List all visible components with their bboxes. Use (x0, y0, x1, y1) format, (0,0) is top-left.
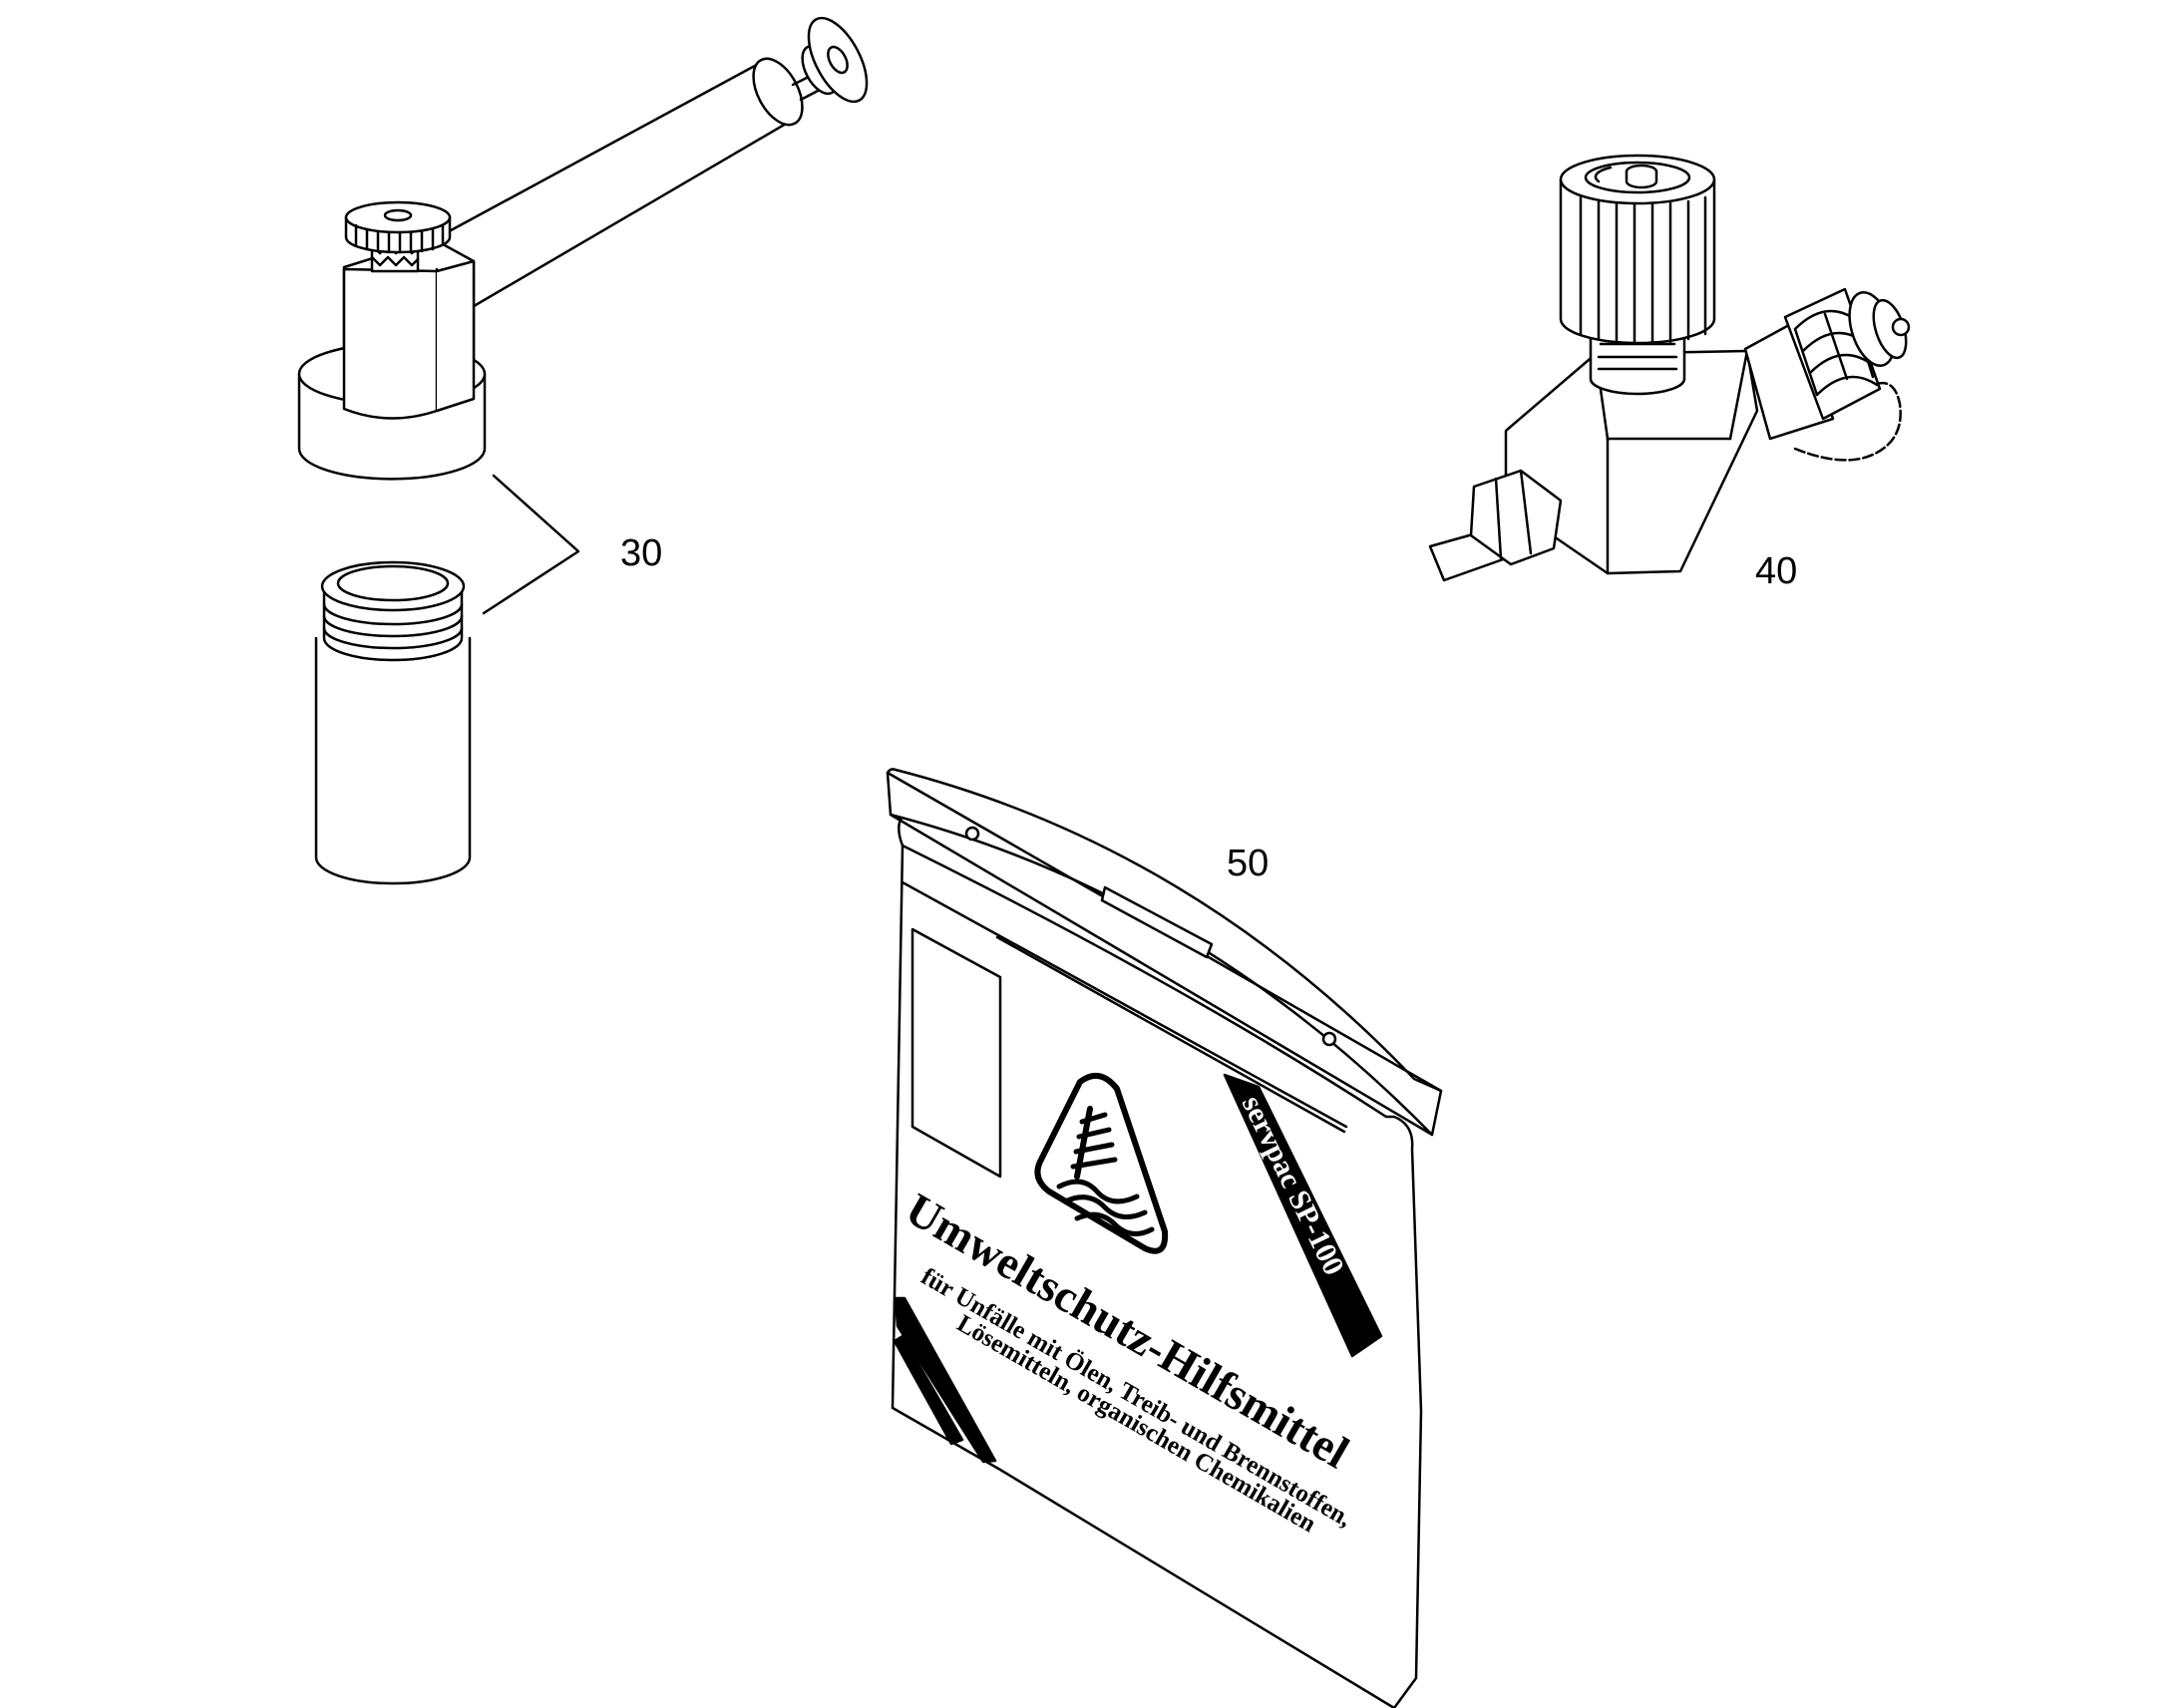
callout-label-30: 30 (620, 532, 662, 574)
callout-leader-30 (482, 474, 580, 615)
callout-label-40: 40 (1755, 550, 1797, 592)
valve-part-40: 40 (1428, 154, 1911, 592)
bag-corner-stripe (894, 1296, 997, 1464)
pump-barrel (427, 16, 869, 311)
pump-kit-part-30: 30 (297, 16, 869, 885)
callout-label-50: 50 (1227, 843, 1269, 884)
absorbent-bag-part-50: servpac SP-100 Umweltschutz-Hilfsmittel … (886, 768, 1443, 1708)
tree-water-triangle-icon (1034, 1072, 1169, 1254)
bag-body (891, 844, 1423, 1708)
valve-inlet-nut (1428, 469, 1563, 582)
bag-label-window (910, 927, 1002, 1179)
bag-black-band (1223, 1073, 1383, 1358)
valve-coil-fitting (1743, 287, 1911, 462)
pump-head (297, 200, 487, 481)
sample-bottle (314, 560, 472, 885)
valve-top-cap (1559, 154, 1716, 396)
